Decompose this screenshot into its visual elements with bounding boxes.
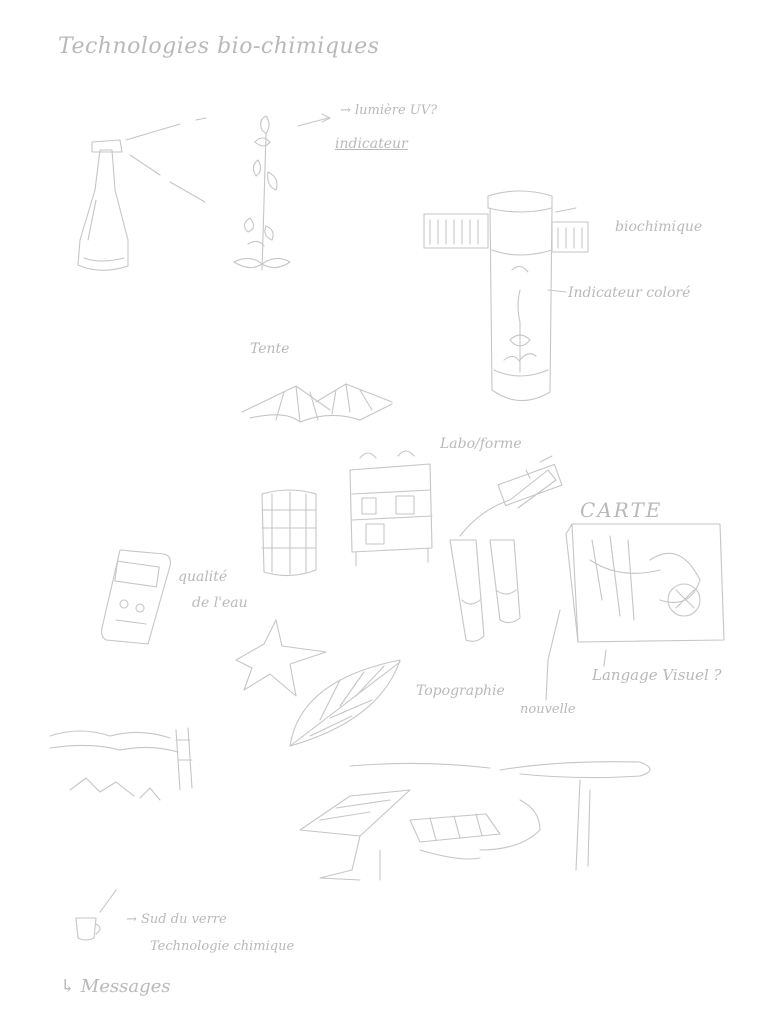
label-technologie: Technologie chimique bbox=[150, 939, 295, 954]
label-carte: CARTE bbox=[580, 498, 663, 522]
leaf-icon bbox=[289, 659, 401, 747]
pointer-indicateur bbox=[547, 289, 567, 293]
spray-bottle-icon bbox=[77, 139, 129, 271]
pointer-info bbox=[99, 889, 117, 913]
page-title: Technologies bio-chimiques bbox=[58, 34, 380, 59]
star-icon bbox=[235, 619, 327, 697]
label-biochimique: biochimique bbox=[615, 219, 703, 235]
solar-panel-icon bbox=[299, 761, 651, 881]
test-tube-icon bbox=[487, 190, 553, 402]
lab-flask-icon bbox=[449, 455, 563, 642]
label-sud: → Sud du verre bbox=[126, 912, 227, 927]
water-meter-icon bbox=[100, 549, 171, 645]
pointer-reactif bbox=[555, 207, 577, 213]
label-nouvelle: nouvelle bbox=[520, 702, 576, 717]
reagent-strip-icon bbox=[423, 213, 589, 253]
label-qualite: qualité bbox=[178, 569, 228, 585]
tent-icon bbox=[241, 383, 393, 423]
cup-icon bbox=[75, 917, 101, 941]
plant-icon bbox=[233, 115, 291, 271]
container-icon bbox=[261, 489, 317, 577]
label-indicateur-colore: Indicateur coloré bbox=[568, 285, 691, 301]
label-indicateur: indicateur bbox=[335, 136, 408, 152]
pointer-map bbox=[545, 609, 561, 701]
map-icon bbox=[565, 523, 725, 643]
label-langage-visuel: Langage Visuel ? bbox=[592, 666, 722, 684]
label-de-l-eau: de l'eau bbox=[192, 595, 248, 611]
label-messages: ↳ Messages bbox=[60, 976, 171, 997]
arrow-lumiere bbox=[297, 117, 329, 127]
label-topographie: Topographie bbox=[416, 683, 505, 699]
shelf-icon bbox=[349, 450, 433, 567]
label-laboratoire: Labo/forme bbox=[440, 436, 522, 452]
landscape-icon bbox=[49, 727, 193, 801]
spray-lines bbox=[125, 117, 207, 203]
pointer-langage bbox=[603, 649, 607, 667]
label-lumiere: → lumière UV? bbox=[340, 103, 438, 118]
arrow-head bbox=[321, 113, 331, 123]
label-tente: Tente bbox=[250, 341, 290, 357]
